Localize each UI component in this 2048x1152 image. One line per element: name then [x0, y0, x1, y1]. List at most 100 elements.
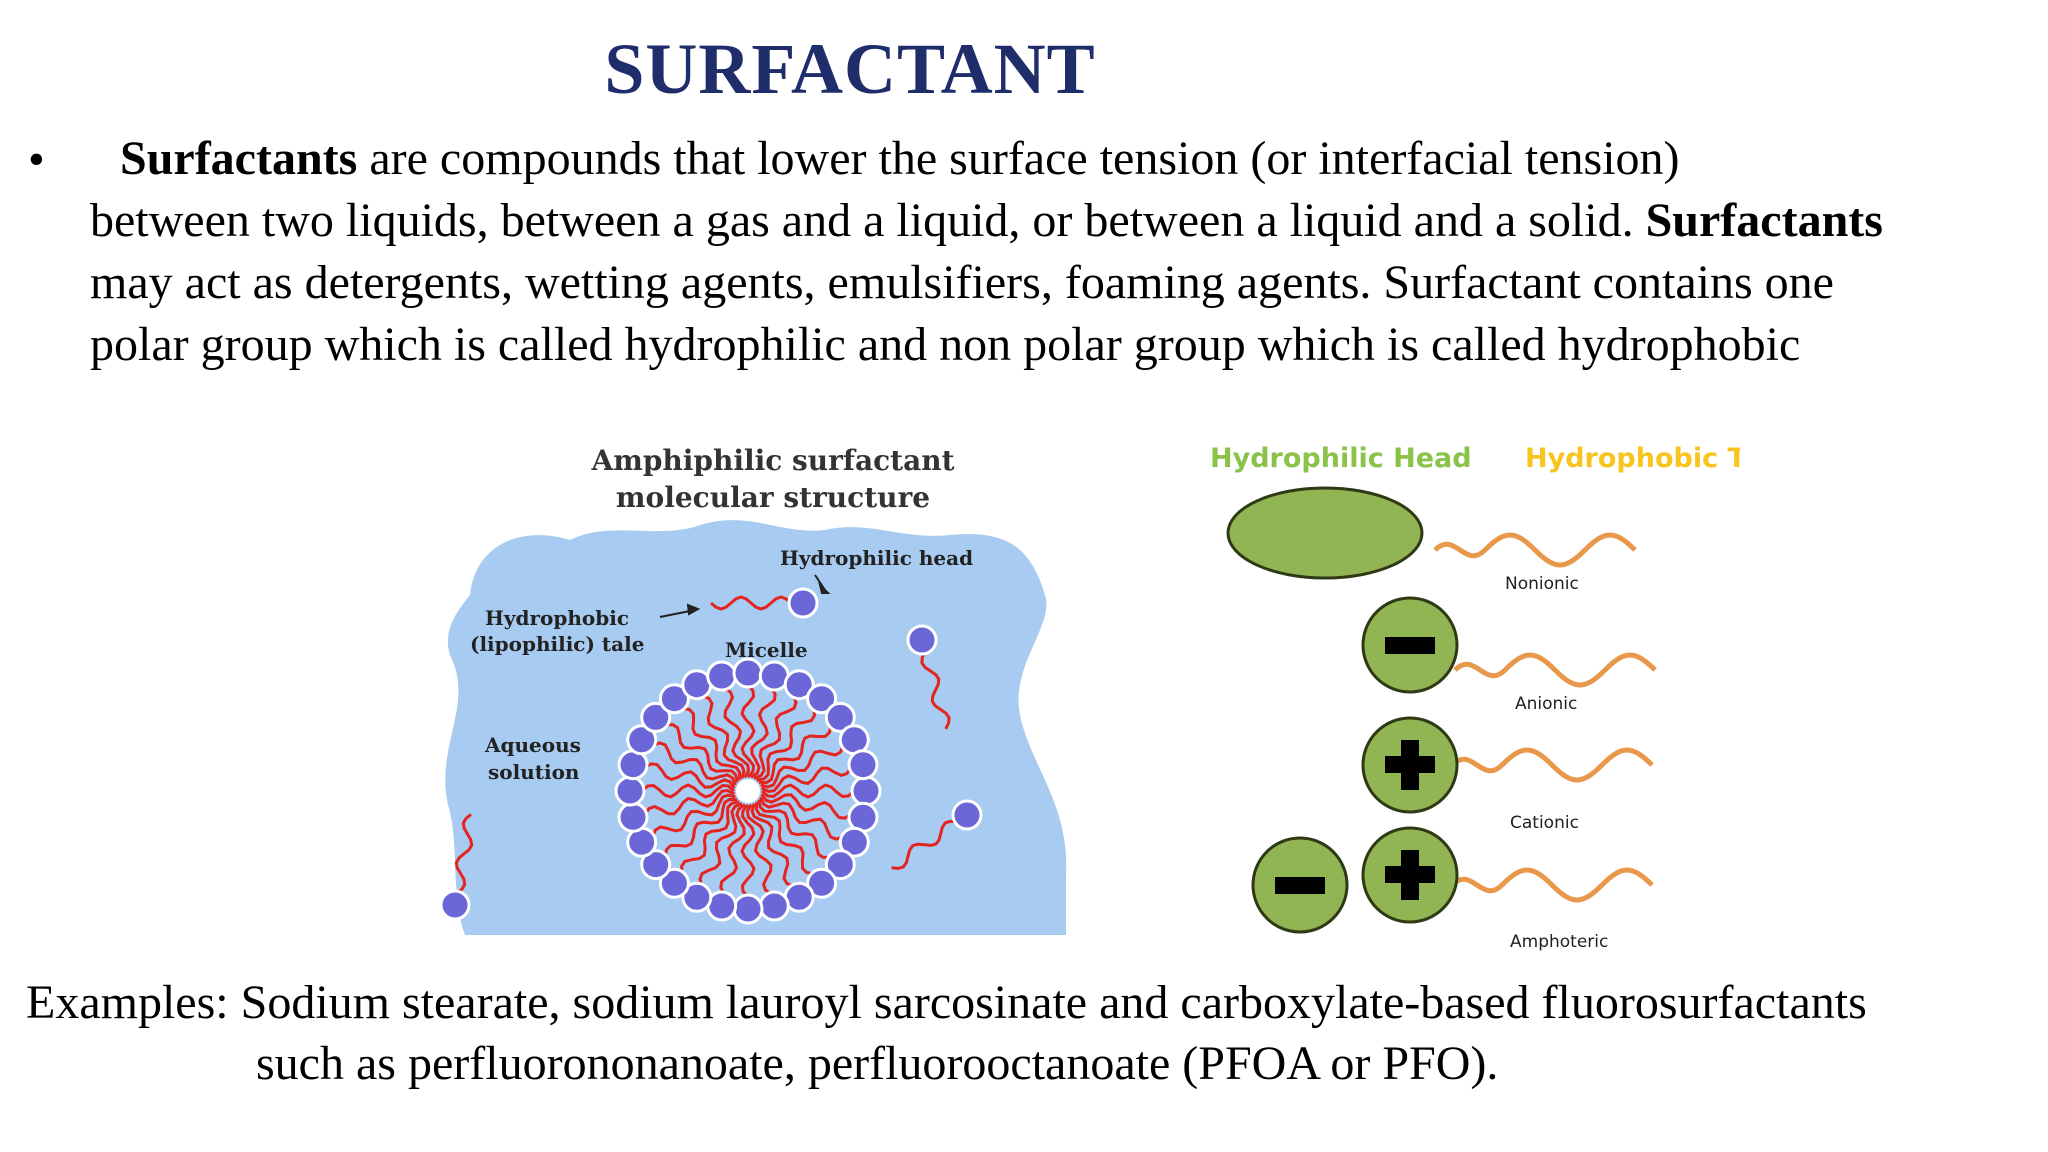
- diagram-labels: Hydrophilic head Hydrophobic (lipophilic…: [470, 546, 973, 784]
- micelle-head: [732, 893, 764, 925]
- label-hydrophobic-line-2: (lipophilic) tale: [470, 632, 644, 656]
- free-molecule-head: [906, 624, 938, 656]
- paragraph-line-3: may act as detergents, wetting agents, e…: [90, 256, 1834, 309]
- term-surfactants-bold: Surfactants: [120, 132, 358, 185]
- micelle-head: [758, 890, 790, 922]
- type-label-nonionic: Nonionic: [1505, 574, 1579, 594]
- micelle-tail: [761, 783, 855, 799]
- header-hydrophobic-tail: Hydrophobic Tail: [1525, 443, 1740, 474]
- term-surfactants-bold-2: Surfactants: [1645, 194, 1883, 247]
- label-hydrophilic-head: Hydrophilic head: [780, 546, 973, 570]
- micelle-tail: [756, 708, 816, 782]
- examples-line-1: Examples: Sodium stearate, sodium lauroy…: [26, 976, 1867, 1029]
- type-label-amphoteric: Amphoteric: [1510, 932, 1608, 952]
- micelle-head: [824, 701, 856, 733]
- free-molecule-tail: [454, 813, 474, 895]
- micelle-head: [706, 660, 738, 692]
- micelle: [614, 657, 882, 925]
- micelle-tail: [701, 694, 746, 779]
- free-surfactant-molecules: [439, 587, 983, 921]
- surfactant-types-diagram: Hydrophilic Head Hydrophobic Tail Nonion…: [1180, 425, 1779, 955]
- micelle-tail: [663, 797, 738, 858]
- label-aqueous-line-1: Aqueous: [484, 733, 581, 757]
- micelle-tail: [681, 706, 742, 781]
- type-label-cationic: Cationic: [1510, 813, 1579, 833]
- micelle-diagram: Amphiphilic surfactant molecular structu…: [430, 425, 1070, 935]
- hydrophobic-tails: [1433, 532, 1657, 903]
- micelle-head: [617, 801, 649, 833]
- tail-cationic: [1450, 747, 1654, 783]
- label-arrows: [659, 574, 831, 618]
- micelle-tail: [641, 783, 735, 799]
- arrow-head-tip: [818, 581, 831, 594]
- free-molecule-head: [439, 889, 471, 921]
- paragraph-line-2: between two liquids, between a gas and a…: [90, 190, 2030, 252]
- figure-title-line-1: Amphiphilic surfactant: [590, 444, 954, 477]
- micelle-tail: [643, 788, 736, 816]
- micelle-tail: [758, 724, 833, 785]
- micelle-tail: [740, 804, 756, 898]
- plus-sign-amphoteric-vertical-icon: [1401, 850, 1419, 900]
- micelle-head: [783, 669, 815, 701]
- micelle-head: [681, 881, 713, 913]
- micelle-head: [850, 775, 882, 807]
- tail-nonionic: [1433, 532, 1637, 568]
- line-2-text: between two liquids, between a gas and a…: [90, 194, 1646, 247]
- micelle-tail: [723, 686, 751, 779]
- micelle-head: [640, 849, 672, 881]
- arrow-tail-tip: [686, 603, 701, 616]
- micelle-head: [626, 724, 658, 756]
- micelle-head: [658, 683, 690, 715]
- micelle-head: [658, 867, 690, 899]
- micelle-tail: [750, 803, 795, 888]
- micelle-tail: [665, 723, 739, 783]
- free-molecule-tail: [920, 650, 951, 730]
- micelle-head: [838, 826, 870, 858]
- micelle-tail: [750, 686, 777, 779]
- minus-sign-amphoteric-icon: [1275, 877, 1325, 894]
- bullet-symbol: •: [28, 133, 45, 186]
- minus-sign-icon: [1385, 637, 1435, 654]
- page-title: SURFACTANT: [604, 29, 1096, 109]
- micelle-tail: [651, 793, 736, 838]
- plus-sign-vertical-icon: [1401, 740, 1419, 790]
- micelle-head: [806, 867, 838, 899]
- micelle-head: [824, 849, 856, 881]
- micelle-tail: [740, 684, 756, 778]
- definition-paragraph: Surfactants are compounds that lower the…: [90, 128, 2030, 376]
- micelle-tail: [680, 800, 740, 874]
- charge-signs: [1275, 637, 1435, 900]
- micelle-tail: [760, 766, 853, 794]
- paragraph-line-1: Surfactants are compounds that lower the…: [90, 128, 2030, 190]
- micelle-head: [847, 749, 879, 781]
- type-label-anionic: Anionic: [1515, 694, 1577, 714]
- micelle-tail: [652, 741, 737, 786]
- aqueous-solution-area: [445, 520, 1067, 935]
- free-molecule-head: [787, 587, 819, 619]
- micelle-head: [806, 683, 838, 715]
- tail-amphoteric: [1450, 867, 1654, 903]
- label-micelle: Micelle: [725, 638, 808, 662]
- figure-title: Amphiphilic surfactant molecular structu…: [590, 444, 954, 514]
- line-1-text: are compounds that lower the surface ten…: [357, 132, 1680, 185]
- micelle-tail: [698, 802, 743, 887]
- micelle-core: [736, 779, 760, 803]
- header-hydrophilic-head: Hydrophilic Head: [1210, 443, 1472, 474]
- micelle-tail: [760, 793, 853, 820]
- micelle-tail: [643, 762, 736, 789]
- label-hydrophobic-line-1: Hydrophobic: [485, 606, 629, 630]
- figure-title-line-2: molecular structure: [616, 481, 930, 514]
- hydrophilic-heads: [1226, 486, 1459, 934]
- micelle-tail: [760, 744, 845, 789]
- micelle-head: [732, 657, 764, 689]
- head-nonionic: [1226, 486, 1424, 580]
- micelle-tail: [745, 803, 773, 896]
- tail-anionic: [1453, 652, 1657, 688]
- examples-text: Examples: Sodium stearate, sodium lauroy…: [26, 972, 2036, 1094]
- free-molecule-tail: [710, 595, 792, 611]
- free-molecule-head: [951, 799, 983, 831]
- free-molecule-tail: [891, 819, 958, 870]
- micelle-tail: [754, 801, 815, 876]
- micelle-tail: [719, 803, 746, 896]
- paragraph-line-4: polar group which is called hydrophilic …: [90, 318, 1801, 371]
